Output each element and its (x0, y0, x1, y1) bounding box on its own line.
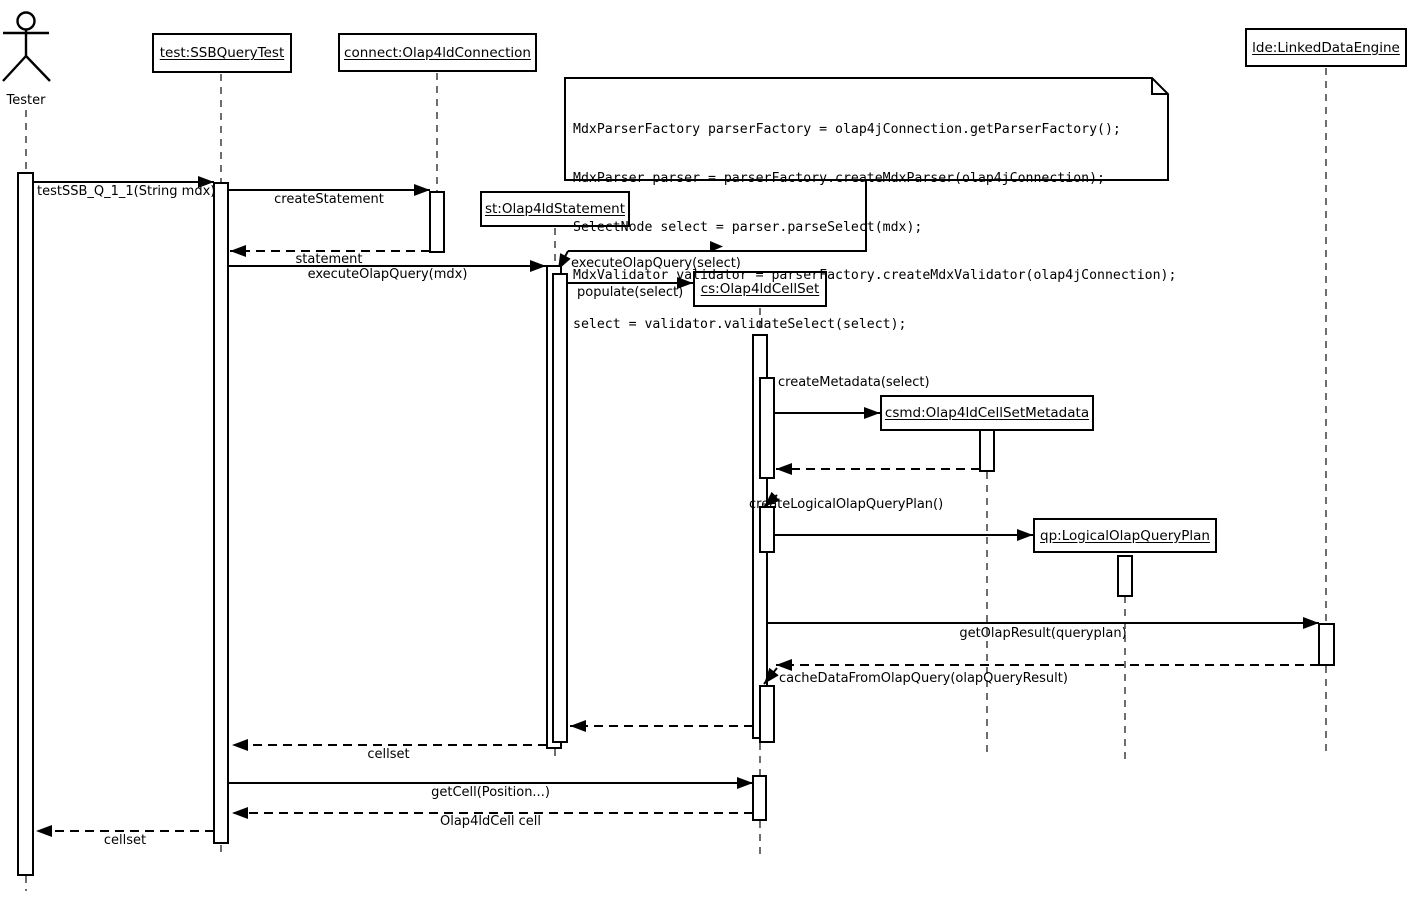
message-label-createmetadata: createMetadata(select) (778, 375, 930, 390)
actor-label: Tester (6, 93, 46, 108)
message-label-cellset-1: cellset (367, 747, 410, 762)
note-connector (568, 180, 867, 252)
lifeline-box-lde: lde:LinkedDataEngine (1245, 28, 1407, 67)
lifeline-box-cs-label: cs:Olap4ldCellSet (700, 281, 820, 297)
lifeline-box-connect-label: connect:Olap4ldConnection (344, 44, 531, 61)
lifeline-box-test: test:SSBQueryTest (152, 33, 292, 73)
code-line: select = validator.validateSelect(select… (573, 316, 907, 332)
activation-bar (1318, 623, 1335, 666)
lifeline-box-lde-label: lde:LinkedDataEngine (1252, 39, 1400, 56)
activation-bar (1117, 555, 1133, 597)
message-label-statement: statement (295, 252, 363, 267)
activations-layer (17, 172, 1335, 876)
lifeline-box-cs: cs:Olap4ldCellSet (693, 271, 827, 307)
code-note-text: MdxParserFactory parserFactory = olap4jC… (573, 90, 1177, 365)
lifeline-box-qp-label: qp:LogicalOlapQueryPlan (1040, 527, 1210, 544)
activation-bar (213, 182, 229, 844)
code-line: MdxParser parser = parserFactory.createM… (573, 171, 1105, 187)
arrow-selfcall-cachedata (763, 667, 779, 685)
activation-bar (979, 429, 995, 472)
message-label-cachedata: cacheDataFromOlapQuery(olapQueryResult) (779, 671, 1068, 686)
lifeline-box-st: st:Olap4ldStatement (480, 191, 630, 227)
activation-bar (759, 377, 775, 479)
lifeline-box-st-label: st:Olap4ldStatement (484, 201, 626, 217)
lifeline-box-test-label: test:SSBQueryTest (159, 45, 285, 61)
arrow-selfcall-queryplan (763, 491, 780, 508)
message-label-populate: populate(select) (577, 285, 684, 300)
message-label-olap4ldcell: Olap4ldCell cell (440, 814, 541, 829)
message-label-createstatement: createStatement (274, 192, 384, 207)
message-label-getolapresult: getOlapResult(queryplan) (959, 626, 1127, 641)
activation-bar (759, 685, 775, 743)
message-label-cellset-2: cellset (103, 833, 147, 848)
message-label-executeolapquery-mdx: executeOlapQuery(mdx) (307, 267, 468, 282)
code-line: MdxParserFactory parserFactory = olap4jC… (573, 122, 1121, 138)
messages-layer (33, 176, 1319, 837)
activation-bar (752, 775, 767, 821)
activation-bar (17, 172, 34, 876)
lifeline-box-csmd-label: csmd:Olap4ldCellSetMetadata (884, 405, 1090, 421)
activation-bar (429, 191, 445, 253)
code-line: MdxValidator validator = parserFactory.c… (573, 268, 1177, 284)
lifeline-box-csmd: csmd:Olap4ldCellSetMetadata (880, 395, 1094, 431)
code-line: SelectNode select = parser.parseSelect(m… (573, 219, 923, 235)
note-connector-arrow (710, 241, 723, 252)
message-label-createlogicalolapqueryplan: createLogicalOlapQueryPlan() (749, 497, 944, 512)
activation-bar (552, 273, 568, 743)
message-label-executeolapquery-select: executeOlapQuery(select) (571, 256, 741, 271)
actor-figure (2, 11, 51, 82)
message-label-getcell: getCell(Position...) (431, 785, 550, 800)
message-label-testssb: testSSB_Q_1_1(String mdx) (37, 184, 216, 199)
code-note-shape (557, 77, 1169, 271)
lifeline-box-qp: qp:LogicalOlapQueryPlan (1033, 518, 1217, 553)
lifeline-box-connect: connect:Olap4ldConnection (338, 33, 537, 72)
activation-bar (759, 506, 775, 553)
